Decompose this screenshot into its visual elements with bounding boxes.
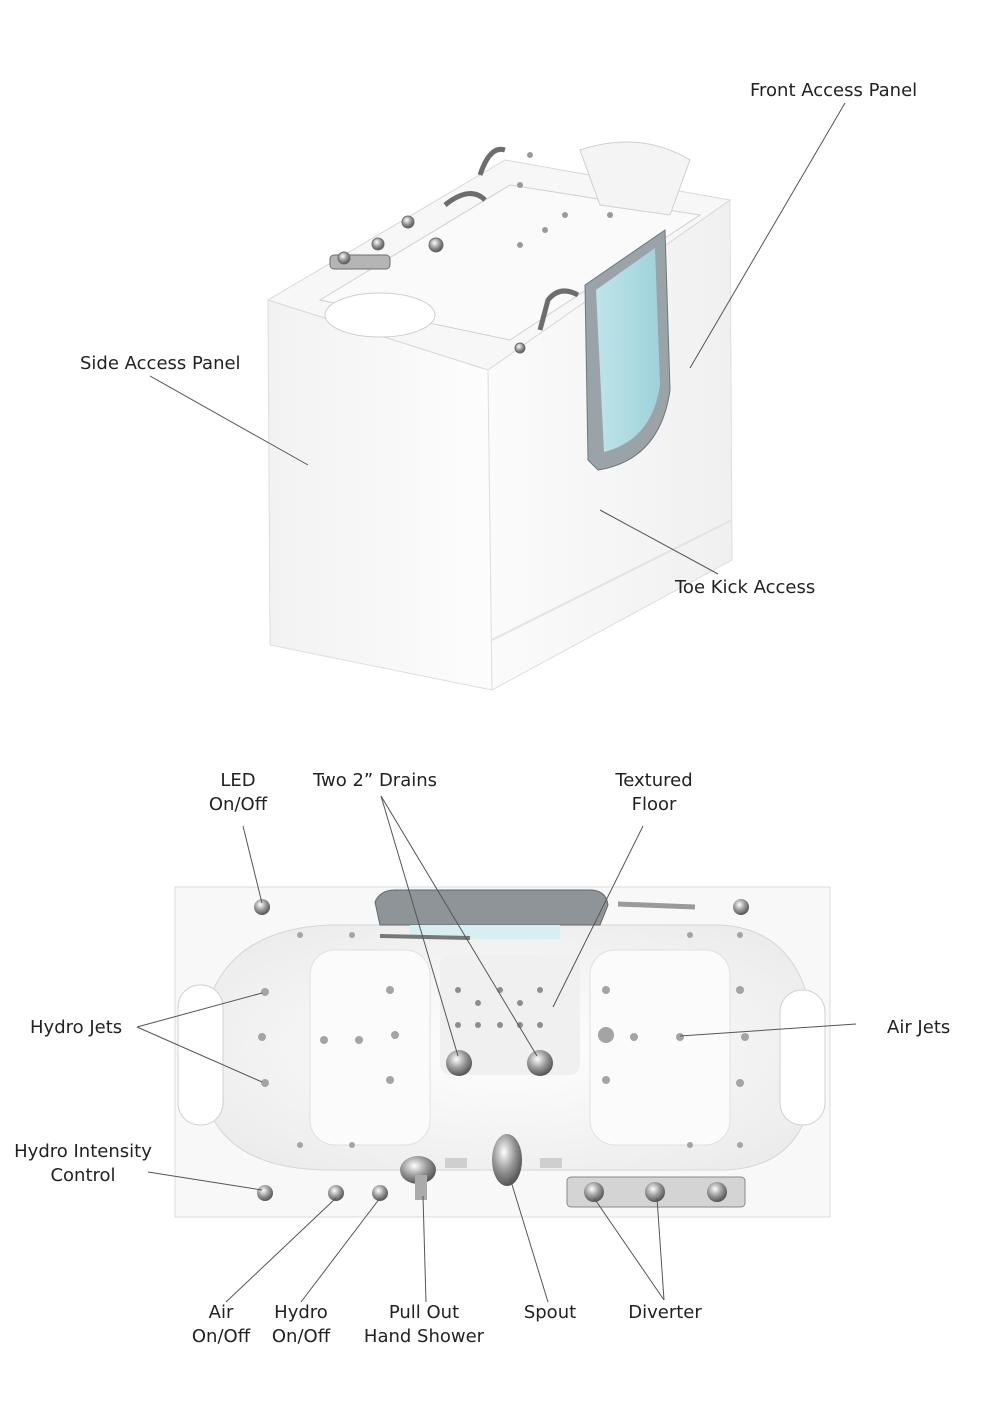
label-toe-kick-access: Toe Kick Access <box>675 577 816 598</box>
label-front-access-panel: Front Access Panel <box>750 80 918 101</box>
label-textured-floor: Textured Floor <box>615 770 693 815</box>
plan-leader-lines <box>136 795 857 1303</box>
label-hydro-intensity-control: Hydro Intensity Control <box>14 1141 152 1186</box>
label-led-on-off: LED On/Off <box>208 770 268 815</box>
door-glass <box>596 248 660 452</box>
faucet-controls <box>329 146 580 354</box>
label-two-drains: Two 2” Drains <box>312 770 438 791</box>
label-pull-out-hand-shower: Pull Out Hand Shower <box>363 1302 485 1347</box>
label-diverter: Diverter <box>628 1302 702 1323</box>
label-air-jets: Air Jets <box>887 1017 951 1038</box>
top-leader-lines <box>149 102 846 575</box>
tub-isometric-illustration <box>266 141 733 691</box>
label-hydro-on-off: Hydro On/Off <box>271 1302 331 1347</box>
label-air-on-off: Air On/Off <box>191 1302 251 1347</box>
label-side-access-panel: Side Access Panel <box>80 353 241 374</box>
tub-plan-illustration <box>174 886 831 1218</box>
label-hydro-jets: Hydro Jets <box>30 1017 123 1038</box>
label-spout: Spout <box>523 1302 577 1323</box>
